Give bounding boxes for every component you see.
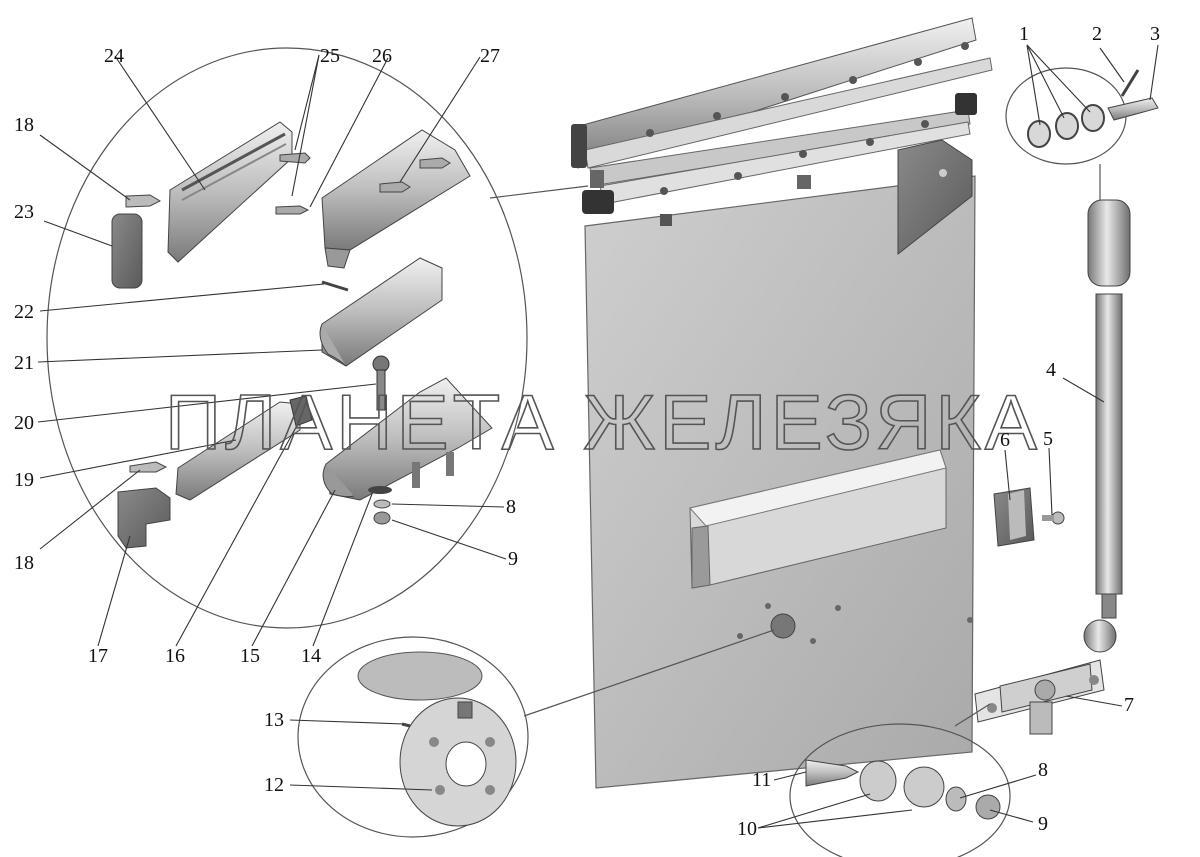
callout-14: 14	[301, 645, 321, 667]
main-panel	[571, 17, 993, 789]
callout-27: 27	[480, 45, 500, 67]
screw-5	[1042, 511, 1065, 525]
callout-25: 25	[320, 45, 340, 67]
disc-detail-view	[297, 629, 775, 838]
callout-11: 11	[752, 769, 771, 791]
callout-5: 5	[1043, 428, 1053, 450]
watermark: ПЛАНЕТА ЖЕЛЕЗЯКА	[165, 378, 1041, 466]
latch-7	[789, 659, 1105, 857]
callout-23: 23	[14, 201, 34, 223]
callout-4: 4	[1046, 359, 1056, 381]
callout-20: 20	[14, 412, 34, 434]
callout-8b: 8	[1038, 759, 1048, 781]
callout-15: 15	[240, 645, 260, 667]
leader-lines	[37, 44, 1159, 829]
callout-18b: 18	[14, 552, 34, 574]
callout-17: 17	[88, 645, 108, 667]
gas-strut	[1005, 67, 1159, 653]
callout-7: 7	[1124, 694, 1134, 716]
callout-8: 8	[506, 496, 516, 518]
callout-9: 9	[508, 548, 518, 570]
callout-labels: 1 2 3 4 5 6 7 8 8 9 9 10 11 12 13 14 15 …	[14, 23, 1160, 840]
callout-10: 10	[737, 818, 757, 840]
callout-13: 13	[264, 709, 284, 731]
callout-21: 21	[14, 352, 34, 374]
callout-19: 19	[14, 469, 34, 491]
bracket-6	[993, 487, 1035, 547]
callout-22: 22	[14, 301, 34, 323]
callout-3: 3	[1150, 23, 1160, 45]
callout-9b: 9	[1038, 813, 1048, 835]
callout-24: 24	[104, 45, 124, 67]
profile-detail-view	[46, 47, 589, 629]
callout-2: 2	[1092, 23, 1102, 45]
callout-6: 6	[1000, 429, 1010, 451]
callout-12: 12	[264, 774, 284, 796]
callout-16: 16	[165, 645, 185, 667]
callout-1: 1	[1019, 23, 1029, 45]
callout-18: 18	[14, 114, 34, 136]
callout-26: 26	[372, 45, 392, 67]
